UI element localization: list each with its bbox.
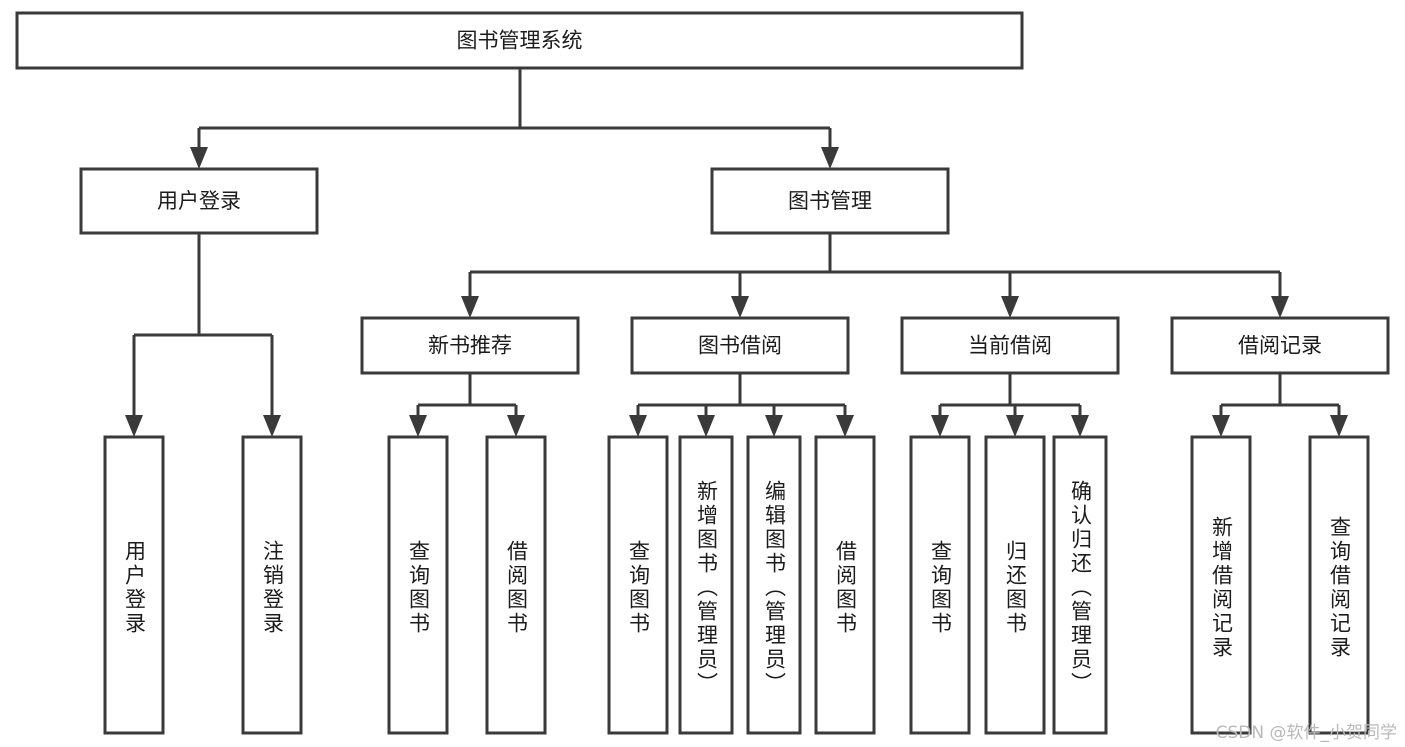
node-book-borrow[interactable]: 图书借阅 bbox=[630, 316, 850, 375]
node-leaf-logout[interactable] bbox=[241, 435, 303, 735]
node-label: 图书管理 bbox=[788, 189, 872, 213]
node-leaf-query-book-2[interactable] bbox=[607, 435, 669, 735]
node-box[interactable] bbox=[710, 167, 950, 235]
node-leaf-query-book-3[interactable] bbox=[909, 435, 971, 735]
node-label: 借阅记录 bbox=[1238, 334, 1322, 358]
node-leaf-query-book-1[interactable] bbox=[387, 435, 449, 735]
node-box[interactable] bbox=[79, 167, 319, 235]
arrow-head-icon bbox=[461, 296, 479, 318]
node-user-login[interactable]: 用户登录 bbox=[79, 167, 319, 235]
arrow-head-icon bbox=[931, 415, 949, 437]
node-label: 当前借阅 bbox=[968, 334, 1052, 358]
node-leaf-borrow-book-2[interactable] bbox=[814, 435, 876, 735]
node-box[interactable] bbox=[909, 435, 971, 735]
arrow-head-icon bbox=[263, 415, 281, 437]
arrow-head-icon bbox=[836, 415, 854, 437]
node-box[interactable] bbox=[103, 435, 165, 735]
node-label: 用户登录 bbox=[157, 189, 241, 213]
arrow-head-icon bbox=[1271, 296, 1289, 318]
node-box[interactable] bbox=[746, 435, 802, 735]
arrow-head-icon bbox=[125, 415, 143, 437]
node-leaf-borrow-book-1[interactable] bbox=[485, 435, 547, 735]
node-box[interactable] bbox=[607, 435, 669, 735]
node-box[interactable] bbox=[900, 316, 1120, 375]
node-label: 图书借阅 bbox=[698, 334, 782, 358]
node-label: 图书管理系统 bbox=[457, 29, 583, 53]
node-borrow-record[interactable]: 借阅记录 bbox=[1170, 316, 1390, 375]
arrow-head-icon bbox=[1006, 415, 1024, 437]
node-box[interactable] bbox=[485, 435, 547, 735]
arrow-head-icon bbox=[1001, 296, 1019, 318]
node-box[interactable] bbox=[387, 435, 449, 735]
arrow-head-icon bbox=[1071, 415, 1089, 437]
node-root-system[interactable]: 图书管理系统 bbox=[15, 11, 1024, 70]
arrow-head-icon bbox=[1212, 415, 1230, 437]
node-box[interactable] bbox=[1170, 316, 1390, 375]
arrow-head-icon bbox=[697, 415, 715, 437]
node-leaf-return-book[interactable] bbox=[984, 435, 1046, 735]
node-box[interactable] bbox=[678, 435, 734, 735]
node-new-book-recommend[interactable]: 新书推荐 bbox=[360, 316, 580, 375]
node-book-manage[interactable]: 图书管理 bbox=[710, 167, 950, 235]
arrow-head-icon bbox=[821, 147, 839, 169]
csdn-watermark: CSDN @软件_小贺同学 bbox=[1215, 723, 1397, 743]
node-box[interactable] bbox=[984, 435, 1046, 735]
arrow-head-icon bbox=[765, 415, 783, 437]
node-box[interactable] bbox=[1308, 435, 1370, 735]
node-leaf-query-record[interactable] bbox=[1308, 435, 1370, 735]
node-leaf-user-login[interactable] bbox=[103, 435, 165, 735]
node-leaf-add-book[interactable] bbox=[678, 435, 734, 735]
node-leaf-edit-book[interactable] bbox=[746, 435, 802, 735]
node-leaf-confirm-return[interactable] bbox=[1052, 435, 1108, 735]
node-box[interactable] bbox=[360, 316, 580, 375]
connector-lines bbox=[125, 68, 1348, 437]
node-box[interactable] bbox=[1052, 435, 1108, 735]
node-box[interactable] bbox=[814, 435, 876, 735]
node-box[interactable] bbox=[1190, 435, 1252, 735]
arrow-head-icon bbox=[190, 147, 208, 169]
node-box[interactable] bbox=[630, 316, 850, 375]
node-leaf-add-record[interactable] bbox=[1190, 435, 1252, 735]
arrow-head-icon bbox=[731, 296, 749, 318]
node-box[interactable] bbox=[241, 435, 303, 735]
node-current-borrow[interactable]: 当前借阅 bbox=[900, 316, 1120, 375]
arrow-head-icon bbox=[1330, 415, 1348, 437]
arrow-head-icon bbox=[629, 415, 647, 437]
arrow-head-icon bbox=[409, 415, 427, 437]
arrow-head-icon bbox=[507, 415, 525, 437]
node-label: 新书推荐 bbox=[428, 334, 512, 358]
node-box[interactable] bbox=[15, 11, 1024, 70]
